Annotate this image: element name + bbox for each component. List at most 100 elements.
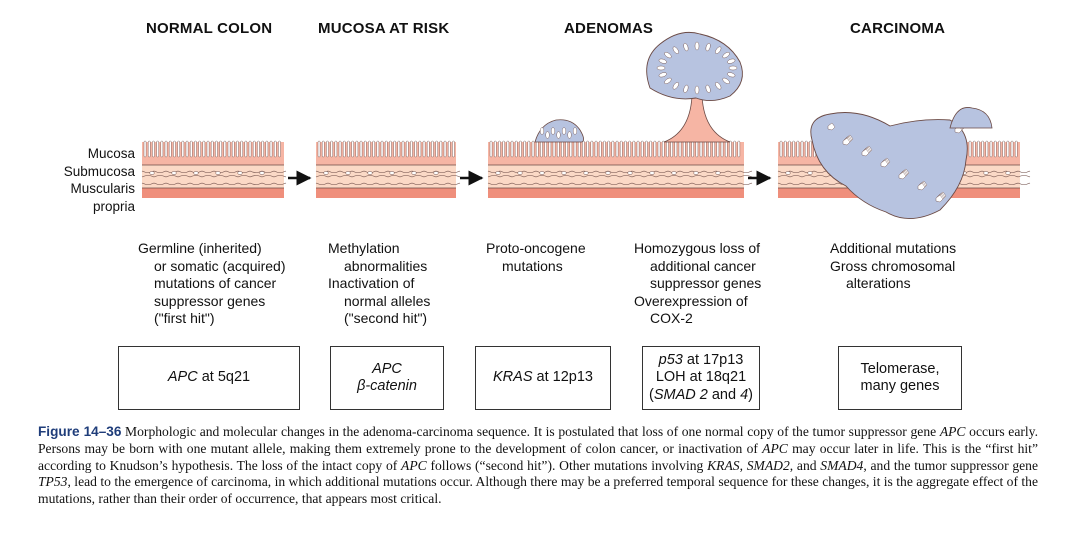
crypt [716, 140, 720, 158]
gland [722, 77, 730, 84]
crypt [393, 140, 396, 158]
crypt [240, 140, 243, 158]
crypt [573, 140, 577, 158]
layer-label-mucosa: Mucosa [87, 146, 135, 161]
caption-gene: TP53 [38, 474, 68, 490]
crypt [435, 140, 438, 158]
tissue-adenoma [487, 31, 753, 198]
fiber [315, 170, 461, 173]
gland [715, 46, 722, 54]
event-homozygous-loss: Homozygous loss of additional cancer sup… [634, 240, 761, 328]
stage-title-adenomas: ADENOMAS [564, 20, 654, 37]
paren: ) [748, 386, 753, 403]
crypt [1006, 140, 1010, 158]
paren: ( [648, 386, 654, 403]
tumor-gland [842, 137, 851, 146]
layer-labels: Mucosa Submucosa Muscularis propria [40, 145, 135, 215]
crypt [385, 140, 388, 158]
crypt [406, 140, 409, 158]
event-line: COX-2 [650, 310, 693, 326]
gland [664, 77, 672, 84]
crypt [189, 140, 193, 158]
nucleus [983, 171, 989, 175]
nucleus [715, 171, 721, 175]
crypt [147, 140, 151, 158]
gland [672, 46, 679, 54]
crypt [796, 140, 800, 158]
event-line: Gross chromosomal [830, 257, 956, 274]
gland [715, 82, 722, 90]
crypt [977, 140, 980, 158]
nucleus [433, 171, 439, 175]
event-line: Overexpression of [634, 292, 748, 309]
crypt [720, 140, 724, 158]
gland [567, 131, 572, 139]
tissue-illustration [141, 31, 1031, 219]
caption-gene: APC [939, 424, 966, 439]
crypt [397, 140, 401, 158]
crypt [985, 140, 989, 158]
tumor-gland [935, 194, 944, 203]
crypt [649, 140, 652, 158]
crypt [261, 140, 264, 158]
crypt [427, 140, 430, 158]
gland [562, 127, 567, 135]
event-line: additional cancer [650, 257, 756, 274]
gland [683, 84, 689, 93]
gland [658, 72, 667, 78]
nucleus [237, 171, 243, 175]
crypt [194, 140, 197, 158]
crypt [670, 140, 673, 158]
caption-text: , [739, 457, 747, 473]
nucleus [583, 171, 589, 175]
crypt [452, 140, 455, 158]
event-line: mutations of cancer [154, 275, 277, 291]
crypt [662, 140, 665, 158]
crypt [494, 140, 497, 158]
crypt [615, 140, 619, 158]
caption-text: , lead to the emergence of carcinoma, in… [38, 474, 1038, 507]
crypt [1010, 140, 1014, 158]
crypt [645, 140, 648, 158]
gland [573, 127, 578, 135]
nucleus [171, 171, 177, 175]
gland [545, 131, 550, 139]
crypt [729, 140, 732, 158]
crypt [523, 140, 526, 158]
gene-apc: APC [167, 369, 198, 386]
crypt [704, 140, 707, 158]
crypt [800, 140, 804, 158]
crypt [519, 140, 522, 158]
gland [556, 131, 561, 139]
crypt [198, 140, 201, 158]
event-line: mutations [502, 257, 563, 274]
crypt [607, 140, 610, 158]
caption-gene: SMAD2 [746, 457, 790, 473]
nucleus [627, 171, 633, 175]
crypt [674, 140, 678, 158]
crypt [355, 140, 359, 158]
crypt [502, 140, 505, 158]
crypt [334, 140, 338, 158]
nucleus [561, 171, 567, 175]
nucleus [215, 171, 221, 175]
fiber [487, 170, 753, 173]
fiber [315, 175, 461, 178]
crypt [380, 140, 384, 158]
crypt [330, 140, 333, 158]
tumor-gland [861, 148, 870, 157]
submucosa-layer [316, 165, 456, 188]
box-kras-text: KRAS at 12p13 [493, 369, 593, 387]
event-additional-mutations: Additional mutations Gross chromosomal a… [830, 240, 956, 293]
nucleus [193, 171, 199, 175]
crypt [185, 140, 189, 158]
event-germline: Germline (inherited) or somatic (acquire… [138, 240, 286, 328]
caption-text: follows (“second hit”). Other mutations … [426, 457, 708, 473]
crypt [683, 140, 686, 158]
caption-gene: SMAD4 [820, 457, 864, 473]
event-line: normal alleles [344, 292, 431, 309]
fiber [141, 170, 287, 173]
fiber [141, 175, 287, 178]
crypt [173, 140, 176, 158]
gene-beta-catenin: β-catenin [357, 378, 417, 394]
